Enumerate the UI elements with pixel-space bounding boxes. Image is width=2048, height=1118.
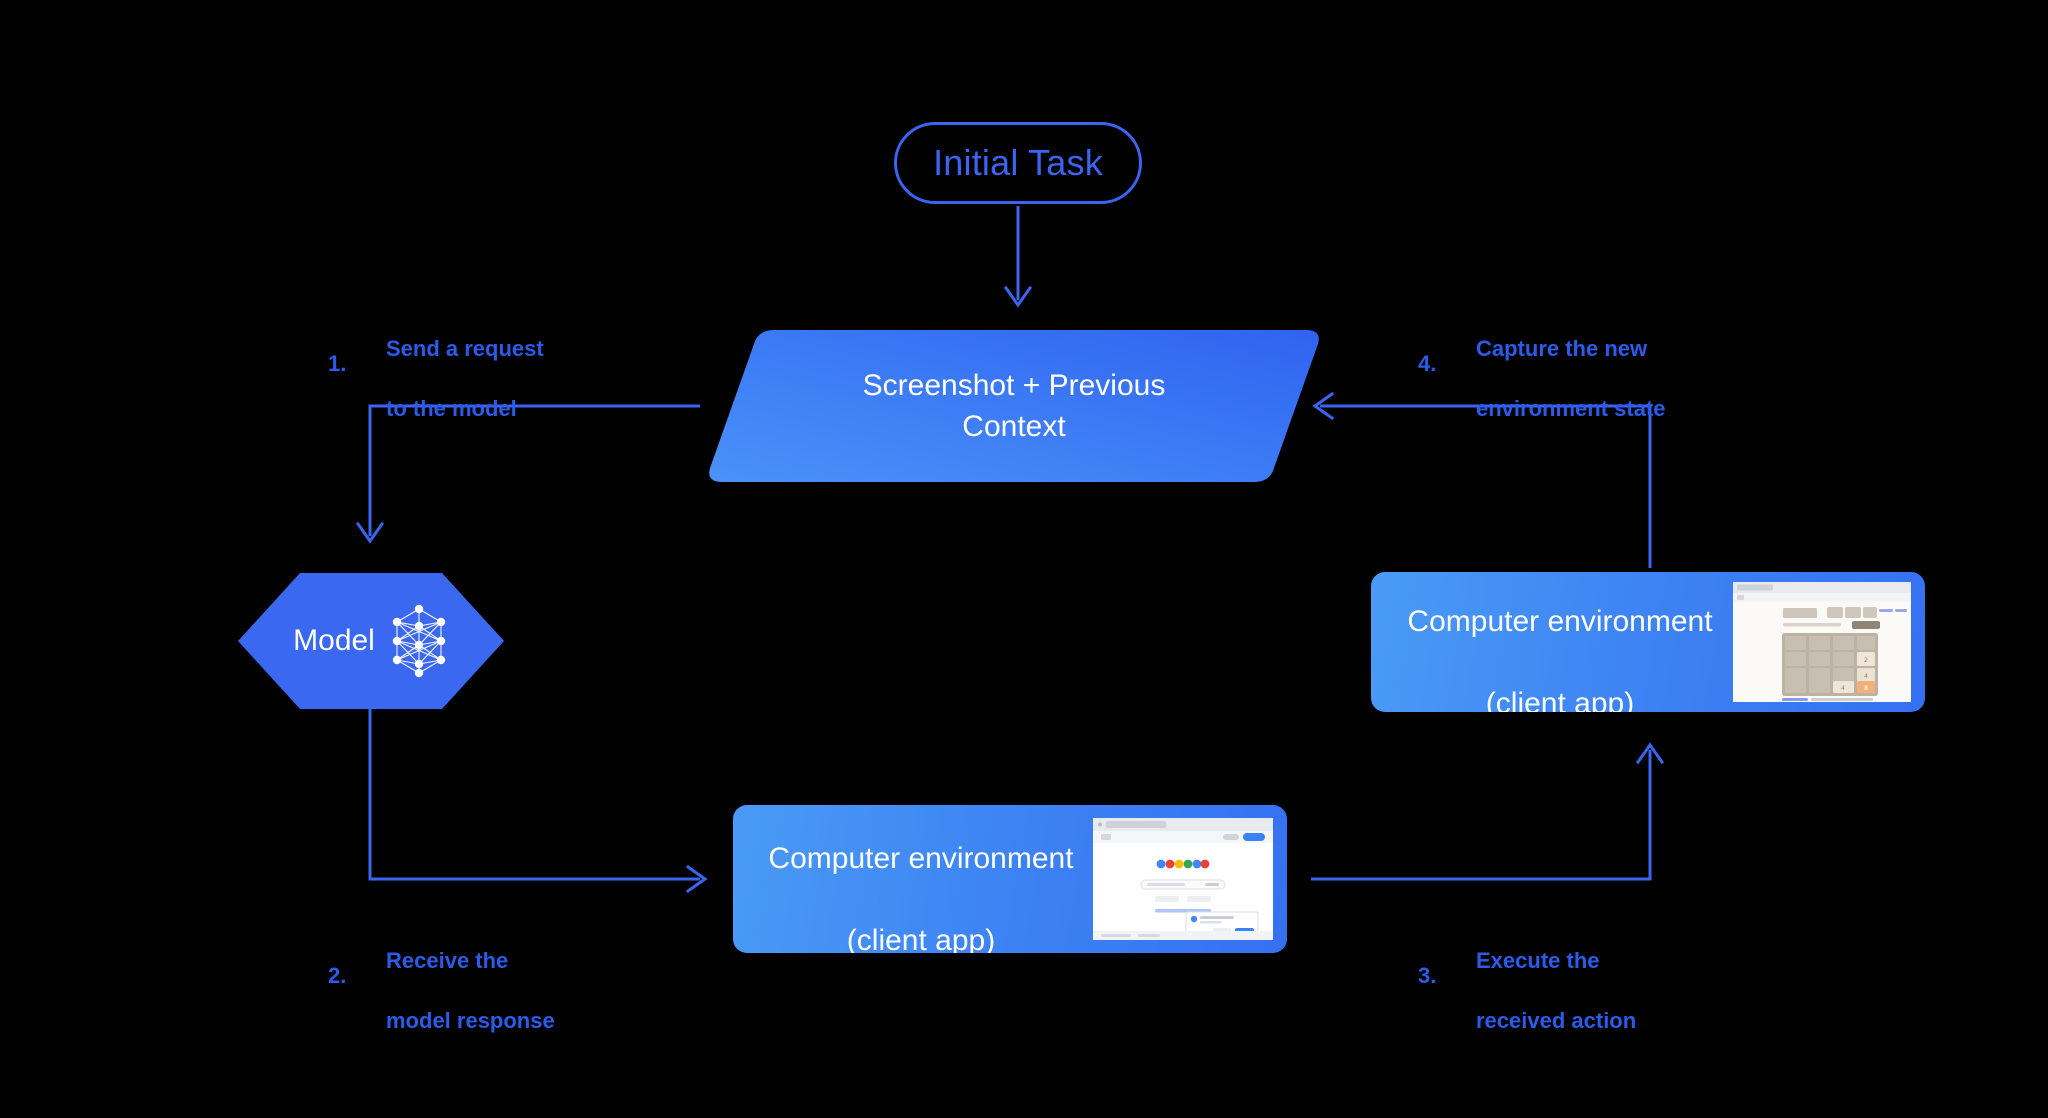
step-2-text: Receive the model response	[386, 916, 555, 1036]
env-bottom-line-1: Computer environment	[768, 842, 1074, 875]
step-1-number: 1.	[328, 351, 347, 376]
env-bottom-line-2: (client app)	[846, 924, 996, 953]
step-label-1: 1. Send a request to the model	[328, 304, 544, 424]
env-right-line-2: (client app)	[1485, 687, 1635, 712]
step-2-line-1: Receive the	[386, 948, 509, 973]
step-2-line-2: model response	[386, 1008, 555, 1033]
step-3-line-1: Execute the	[1476, 948, 1600, 973]
step-4-line-1: Capture the new	[1476, 336, 1648, 361]
step-2-number: 2.	[328, 963, 347, 988]
step-1-text: Send a request to the model	[386, 304, 544, 424]
environment-bottom-label: Computer environment (client app)	[733, 805, 1093, 953]
step-4-number: 4.	[1418, 351, 1437, 376]
environment-right-label: Computer environment (client app)	[1371, 572, 1733, 712]
svg-text:4: 4	[1864, 673, 1868, 680]
node-computer-environment-bottom[interactable]: Computer environment (client app)	[733, 805, 1287, 953]
step-3-number: 3.	[1418, 963, 1437, 988]
hexagon-shape	[238, 573, 504, 709]
model-label: Model	[293, 624, 375, 657]
arrow-model-to-environment	[368, 709, 708, 894]
step-4-line-2: environment state	[1476, 396, 1666, 421]
env-right-line-1: Computer environment	[1407, 605, 1713, 638]
node-screenshot-context[interactable]: Screenshot + Previous Context	[706, 330, 1322, 482]
arrow-context-to-model	[355, 404, 700, 544]
step-1-line-2: to the model	[386, 396, 517, 421]
neural-network-icon	[392, 604, 446, 678]
initial-task-label: Initial Task	[933, 142, 1103, 183]
parallelogram-shape	[709, 330, 1319, 482]
arrow-initial-task-to-context	[1003, 206, 1033, 308]
svg-text:2: 2	[1864, 657, 1868, 664]
node-model[interactable]: Model	[238, 573, 504, 709]
step-label-3: 3. Execute the received action	[1418, 916, 1636, 1036]
step-3-line-2: received action	[1476, 1008, 1637, 1033]
game-2048-thumbnail: 2 4 4 8	[1733, 582, 1911, 702]
step-3-text: Execute the received action	[1476, 916, 1636, 1036]
node-initial-task[interactable]: Initial Task	[894, 122, 1142, 204]
step-1-line-1: Send a request	[386, 336, 544, 361]
step-label-2: 2. Receive the model response	[328, 916, 555, 1036]
node-computer-environment-right[interactable]: Computer environment (client app)	[1371, 572, 1925, 712]
step-4-text: Capture the new environment state	[1476, 304, 1666, 424]
svg-text:4: 4	[1841, 685, 1845, 692]
svg-text:8: 8	[1864, 685, 1868, 692]
step-label-4: 4. Capture the new environment state	[1418, 304, 1666, 424]
google-search-thumbnail	[1093, 818, 1273, 940]
arrow-environment-to-state	[1311, 742, 1665, 881]
